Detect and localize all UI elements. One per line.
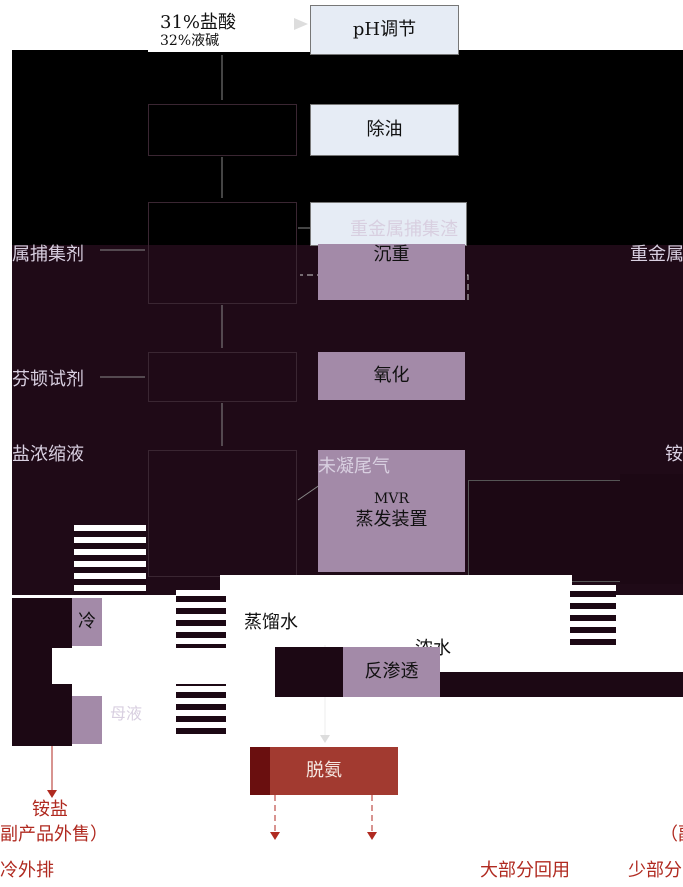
alkali-input-label: 32%液碱 xyxy=(160,33,220,49)
mostly-reused-label: 大部分回用 xyxy=(480,860,570,881)
step-box-left-3 xyxy=(148,352,297,402)
recycle-dashed-line xyxy=(300,274,469,300)
step-box-left-1 xyxy=(148,104,297,156)
deoil-label: 除油 xyxy=(366,118,403,140)
mvr-label: MVR xyxy=(374,491,409,507)
cooling-box: 冷 xyxy=(72,598,102,646)
white-pipe-band xyxy=(52,648,277,684)
deammonia-box: 脱氨 xyxy=(250,747,398,795)
discharge-label: 冷外排 xyxy=(0,860,54,881)
ro-left-block xyxy=(275,647,343,697)
byproduct-sale-label: 副产品外售） xyxy=(0,824,108,845)
right-cut-label-3: （副 xyxy=(660,824,683,845)
ammonium-salt-label: 铵盐 xyxy=(32,799,68,820)
right-block xyxy=(468,480,622,582)
ro-right-block xyxy=(440,672,683,697)
precip-box: 沉重 xyxy=(318,244,465,300)
step-box-left-2 xyxy=(148,202,297,304)
evaporator-label: 蒸发装置 xyxy=(355,508,428,530)
ph-adjust-label: pH调节 xyxy=(352,18,417,40)
ammonium-concentrate-label: 盐浓缩液 xyxy=(12,444,84,465)
oxidation-box: 氧化 xyxy=(318,352,465,400)
ph-adjust-box: pH调节 xyxy=(310,5,459,55)
crystallizer-box xyxy=(72,696,102,744)
acid-input-label: 31%盐酸 xyxy=(160,12,237,33)
oxidation-label: 氧化 xyxy=(373,364,410,386)
mother-liquor-label: 母液 xyxy=(110,704,143,723)
oxidant-label: 芬顿试剂 xyxy=(12,369,84,390)
heavy-metal-agent-label: 属捕集剂 xyxy=(12,244,84,265)
small-part-label: 少部分 xyxy=(628,860,682,881)
lower-white-area xyxy=(220,575,572,645)
deammonia-box-edge xyxy=(250,747,270,795)
right-cut-label-2: 铵 xyxy=(665,444,683,465)
cooling-label: 冷 xyxy=(78,610,96,632)
heavy-metal-slag-label: 重金属捕集渣 xyxy=(350,219,458,240)
precip-label: 沉重 xyxy=(373,244,410,265)
striped-pipe-left xyxy=(74,525,146,595)
ro-box: 反渗透 xyxy=(343,647,440,697)
right-block-edge xyxy=(620,474,683,584)
deammonia-label: 脱氨 xyxy=(306,759,342,781)
striped-pipe-right xyxy=(570,585,616,645)
deoil-box: 除油 xyxy=(310,104,459,156)
distilled-water-label: 蒸馏水 xyxy=(244,612,298,633)
ro-label: 反渗透 xyxy=(364,660,419,682)
mvr-evaporator-box: MVR 蒸发装置 xyxy=(318,450,465,572)
vent-gas-label: 未凝尾气 xyxy=(318,456,390,477)
right-cut-label-1: 重金属 xyxy=(630,244,683,265)
